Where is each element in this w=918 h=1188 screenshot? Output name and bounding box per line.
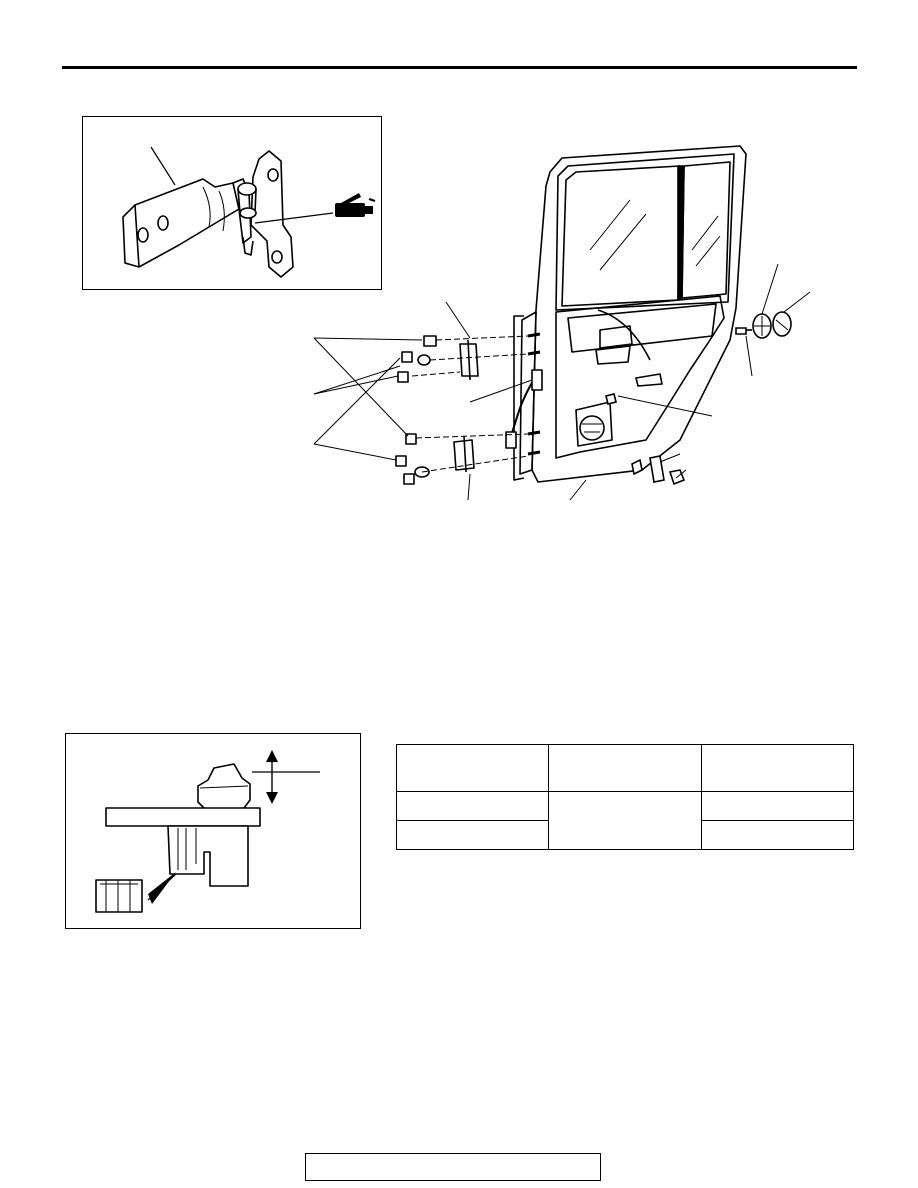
table-row [395, 791, 855, 850]
grease-icon [335, 193, 376, 217]
table-header-row [395, 744, 855, 792]
table-cell [548, 791, 702, 850]
table-row [395, 820, 855, 850]
door-switch-illustration [95, 750, 320, 913]
table-cell [395, 791, 550, 821]
hinge-illustration [122, 146, 376, 278]
switch-inset-frame [65, 733, 361, 929]
table-cell [700, 820, 855, 850]
stroke-measurement-arrow [252, 750, 320, 804]
table-header-cell [548, 744, 702, 792]
header-rule [62, 66, 857, 69]
page-footer-box [305, 1153, 601, 1181]
door-exploded-view [313, 145, 811, 501]
switch-spec-table [395, 744, 855, 850]
hinge-inset-frame [82, 116, 382, 290]
table-cell [700, 791, 855, 821]
table-header-cell [395, 744, 550, 792]
table-cell [395, 820, 550, 850]
table-header-cell [700, 744, 855, 792]
